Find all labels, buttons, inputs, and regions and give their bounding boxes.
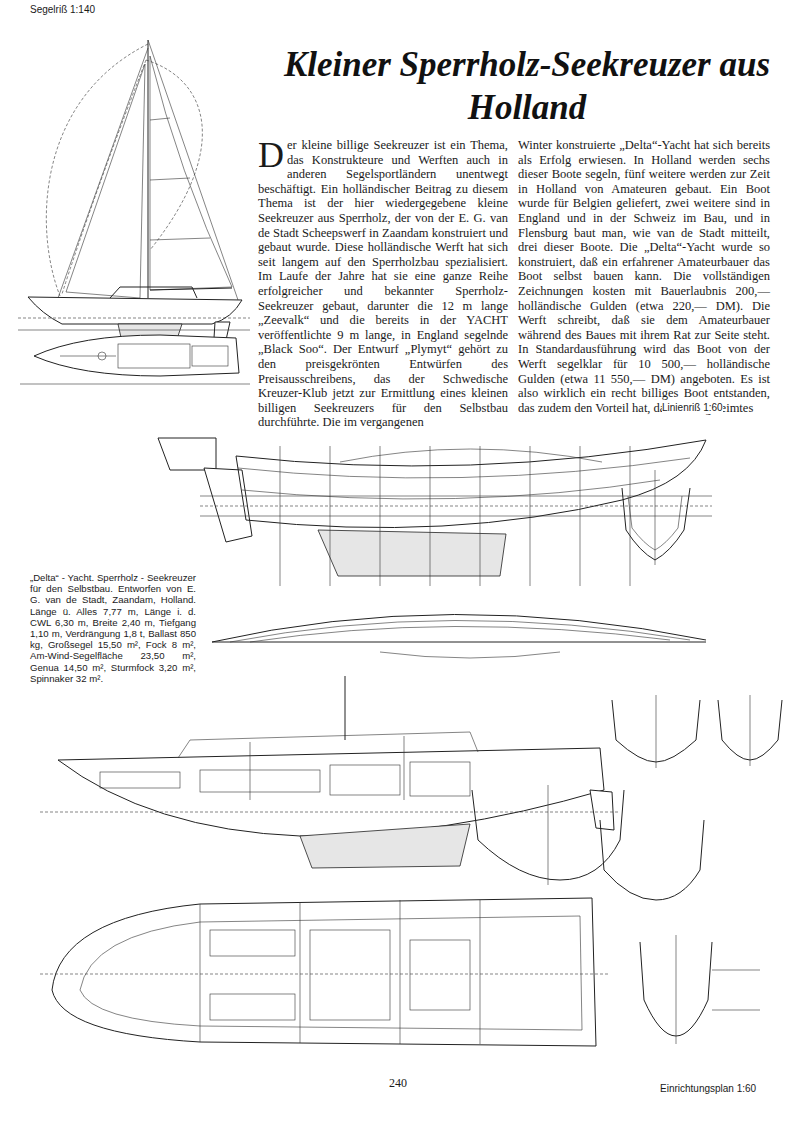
body-text: Der kleine billige Seekreuzer ist ein Th… xyxy=(258,138,508,430)
body-text: Winter konstruierte „Delta“-Yacht hat si… xyxy=(518,138,770,415)
scale-label: Segelriß 1:140 xyxy=(30,4,95,16)
page-number: 240 xyxy=(389,1076,407,1090)
interior-plan xyxy=(40,676,782,1046)
sail-plan xyxy=(18,40,250,384)
lines-plan xyxy=(158,438,712,658)
scale-label: Linienriß 1:60 xyxy=(662,402,723,414)
figure-caption: „Delta“ - Yacht. Sperrholz - Seekreuzer … xyxy=(30,572,196,684)
scale-label: Einrichtungsplan 1:60 xyxy=(660,1083,756,1095)
page-title: Kleiner Sperrholz-Seekreuzer aus Holland xyxy=(262,44,792,129)
